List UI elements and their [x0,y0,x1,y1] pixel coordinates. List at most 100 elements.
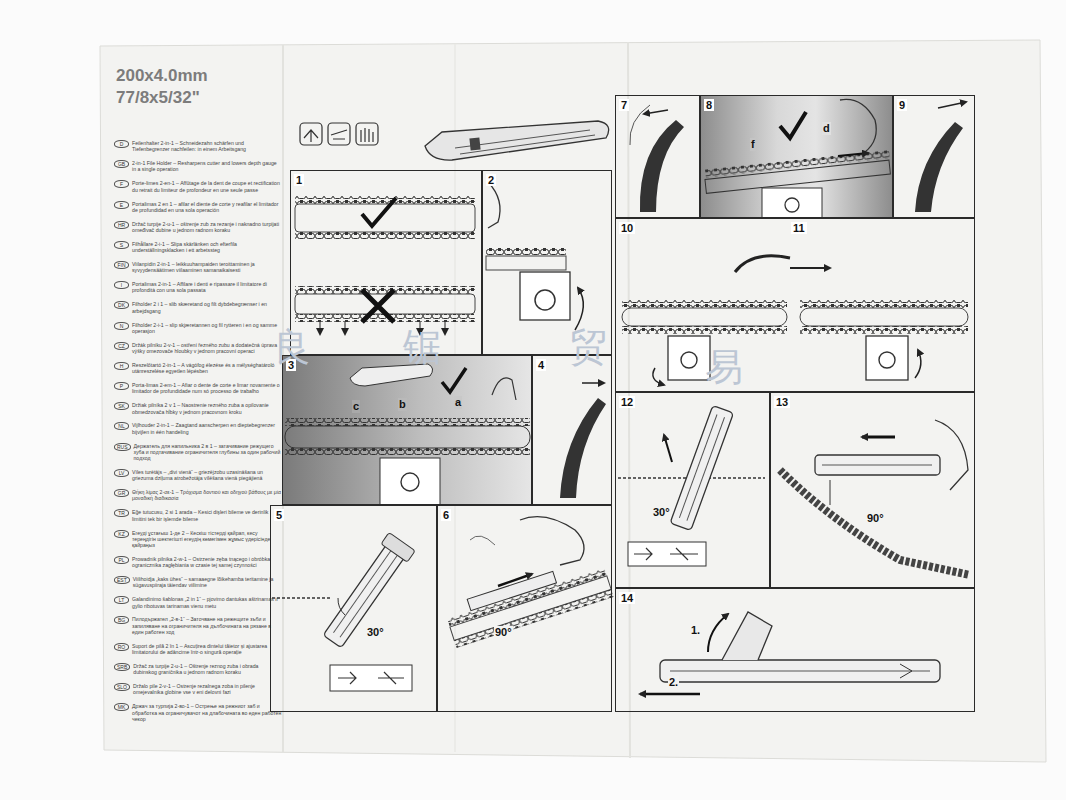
language-text: Filholder 2-i-1 – slip skjæretannen og f… [132,322,282,334]
language-text: Porta-limas 2-em-1 – Afiar o dente de co… [132,382,282,394]
step-panel: 13 [770,392,975,588]
language-text: Пилодържател „2-в-1“ – Заточване на реже… [132,616,282,635]
language-code: TR [114,509,129,517]
step-panel: 3 [282,355,532,505]
angle-label: 90° [494,626,513,639]
language-text: Držiak pilníka 2 v 1 – Naostrenie reznéh… [132,402,282,414]
step-number: 5 [274,509,284,521]
language-entry: DFeilenhalter 2-in-1 – Schneidezahn schä… [114,140,282,152]
callout-letter: c [352,400,360,413]
step-substep: 2. [668,676,679,689]
language-text: Vijlhouder 2-in-1 – Zaagtand aanscherpen… [132,422,282,434]
language-code: SLO [114,683,130,691]
step-panel: 12 [615,392,770,588]
callout-letter: d [822,122,831,135]
language-text: 2-in-1 File Holder – Resharpens cutter a… [132,160,282,172]
language-entry: NFilholder 2-i-1 – slip skjæretannen og … [114,322,282,334]
step-substep: 1. [690,624,701,637]
language-entry: HReszelőtartó 2-in-1 – A vágófog élezése… [114,362,282,374]
language-text: Viilihoidja „kaks ühes“ – samaaegne lõik… [133,576,282,588]
language-entry: PLProwadnik pilnika 2-w-1 – Ostrzenie zę… [114,556,282,568]
language-code: F [114,180,129,188]
step-number: 4 [536,359,546,371]
language-text: Filhållare 2-i-1 – Slipa skärlänken och … [132,241,282,253]
language-code: LV [114,469,129,477]
language-entry: DKFilholder 2 i 1 – slib skæretand og fi… [114,301,282,313]
language-entry: SKDržiak pilníka 2 v 1 – Naostrenie rezn… [114,402,282,414]
watermark: 锯 [402,325,442,369]
step-number: 13 [774,396,790,408]
language-text: Држач за турпија 2-во-1 – Острење на реж… [132,703,282,722]
language-entry: HRDržač turpije 2-u-1 – oštrenje zub za … [114,221,282,233]
language-text: Držač za turpije 2-u-1 – Oštrenje reznog… [133,663,282,675]
language-code: RO [114,643,129,651]
step-panel: 10 11 [615,218,975,392]
language-code: SRB [114,663,130,671]
step-panel: 4 [532,355,612,505]
language-code: GR [114,489,129,497]
language-entry: BGПилодържател „2-в-1“ – Заточване на ре… [114,616,282,635]
language-code: S [114,241,129,249]
language-entry: TREğe tutucusu, 2 si 1 arada – Kesici di… [114,509,282,521]
language-text: Držák pilníku 2-v-1 – ostření řezného zu… [132,342,282,354]
language-entry: ESTViilihoidja „kaks ühes“ – samaaegne l… [114,576,282,588]
language-code: KZ [114,530,129,538]
step-panel: 1 [290,170,482,355]
language-text: Filholder 2 i 1 – slib skæretand og filt… [132,301,282,313]
language-entry: RUSДержатель для напильника 2 в 1 – зата… [114,443,282,462]
language-text: Eğe tutucusu, 2 si 1 arada – Kesici dişl… [132,509,282,521]
language-code: BG [114,616,129,624]
watermark: 贸 [568,325,608,369]
language-entry: PPorta-limas 2-em-1 – Afiar o dente de c… [114,382,282,394]
language-text: Porte-limes 2-en-1 – Affûtage de la dent… [132,180,282,192]
language-entry: GRΘήκη λίμας 2-σε-1 – Τρόχισμα δοντιού κ… [114,489,282,501]
language-code: EST [114,576,130,584]
language-text: Держатель для напильника 2 в 1 – затачив… [134,443,282,462]
language-text: Držač turpije 2-u-1 – oštrenje zub za re… [132,221,282,233]
language-entry: FPorte-limes 2-en-1 – Affûtage de la den… [114,180,282,192]
language-code: MK [114,703,129,711]
language-code: DK [114,301,129,309]
step-number: 12 [619,396,635,408]
language-text: Viilanpidin 2-in-1 – leikkuuhampaiden te… [132,261,282,273]
step-number: 6 [441,509,451,521]
language-code: SK [114,402,129,410]
language-code: NL [114,422,129,430]
language-entry: SRBDržač za turpije 2-u-1 – Oštrenje rez… [114,663,282,675]
step-number: 11 [791,222,807,234]
language-text: Portalimas 2 en 1 – afilar el diente de … [132,201,282,213]
step-number: 10 [619,222,635,234]
language-text: Prowadnik pilnika 2-w-1 – Ostrzenie zęba… [132,556,282,568]
language-entry: EPortalimas 2 en 1 – afilar el diente de… [114,201,282,213]
language-code: CZ [114,342,129,350]
language-text: Galandinimo šablonas „2 in 1“ – pjovimo … [132,596,282,608]
watermark: 良 [272,325,312,369]
language-entry: LVVīles turētājs – „divi vienā“ – griezē… [114,469,282,481]
language-text: Vīles turētājs – „divi vienā“ – griezējz… [132,469,282,481]
language-code: P [114,382,129,390]
language-code: GB [114,160,129,168]
language-text: Portalimas 2-in-1 – Affilare i denti e r… [132,281,282,293]
language-text: Θήκη λίμας 2-σε-1 – Τρόχισμα δοντιού και… [132,489,282,501]
callout-letter: a [454,396,462,409]
step-number: 14 [619,592,635,604]
step-panel: 7 [615,95,700,218]
language-code: HR [114,221,129,229]
language-entry: CZDržák pilníku 2-v-1 – ostření řezného … [114,342,282,354]
size-spec: 77/8x5/32" [115,88,201,108]
callout-letter: b [398,398,407,411]
language-entry: LTGalandinimo šablonas „2 in 1“ – pjovim… [114,596,282,608]
step-number: 8 [704,99,714,111]
language-code: LT [114,596,129,604]
language-text: Držalo pile 2-v-1 – Ostrenje rezalnega z… [133,683,282,695]
step-panel: 8 [700,95,893,218]
language-entry: FINViilanpidin 2-in-1 – leikkuuhampaiden… [114,261,282,273]
language-code: RUS [114,443,131,451]
language-entry: IPortalimas 2-in-1 – Affilare i denti e … [114,281,282,293]
language-code: PL [114,556,129,564]
language-entry: ROSuport de pilă 2 în 1 – Ascuțirea dint… [114,643,282,655]
language-text: Егеуді ұстағыш 1-де 2 – Кескіш тістерді … [132,530,282,549]
language-text: Suport de pilă 2 în 1 – Ascuțirea dintel… [132,643,282,655]
sheet-title: 200x4.0mm [115,66,209,86]
